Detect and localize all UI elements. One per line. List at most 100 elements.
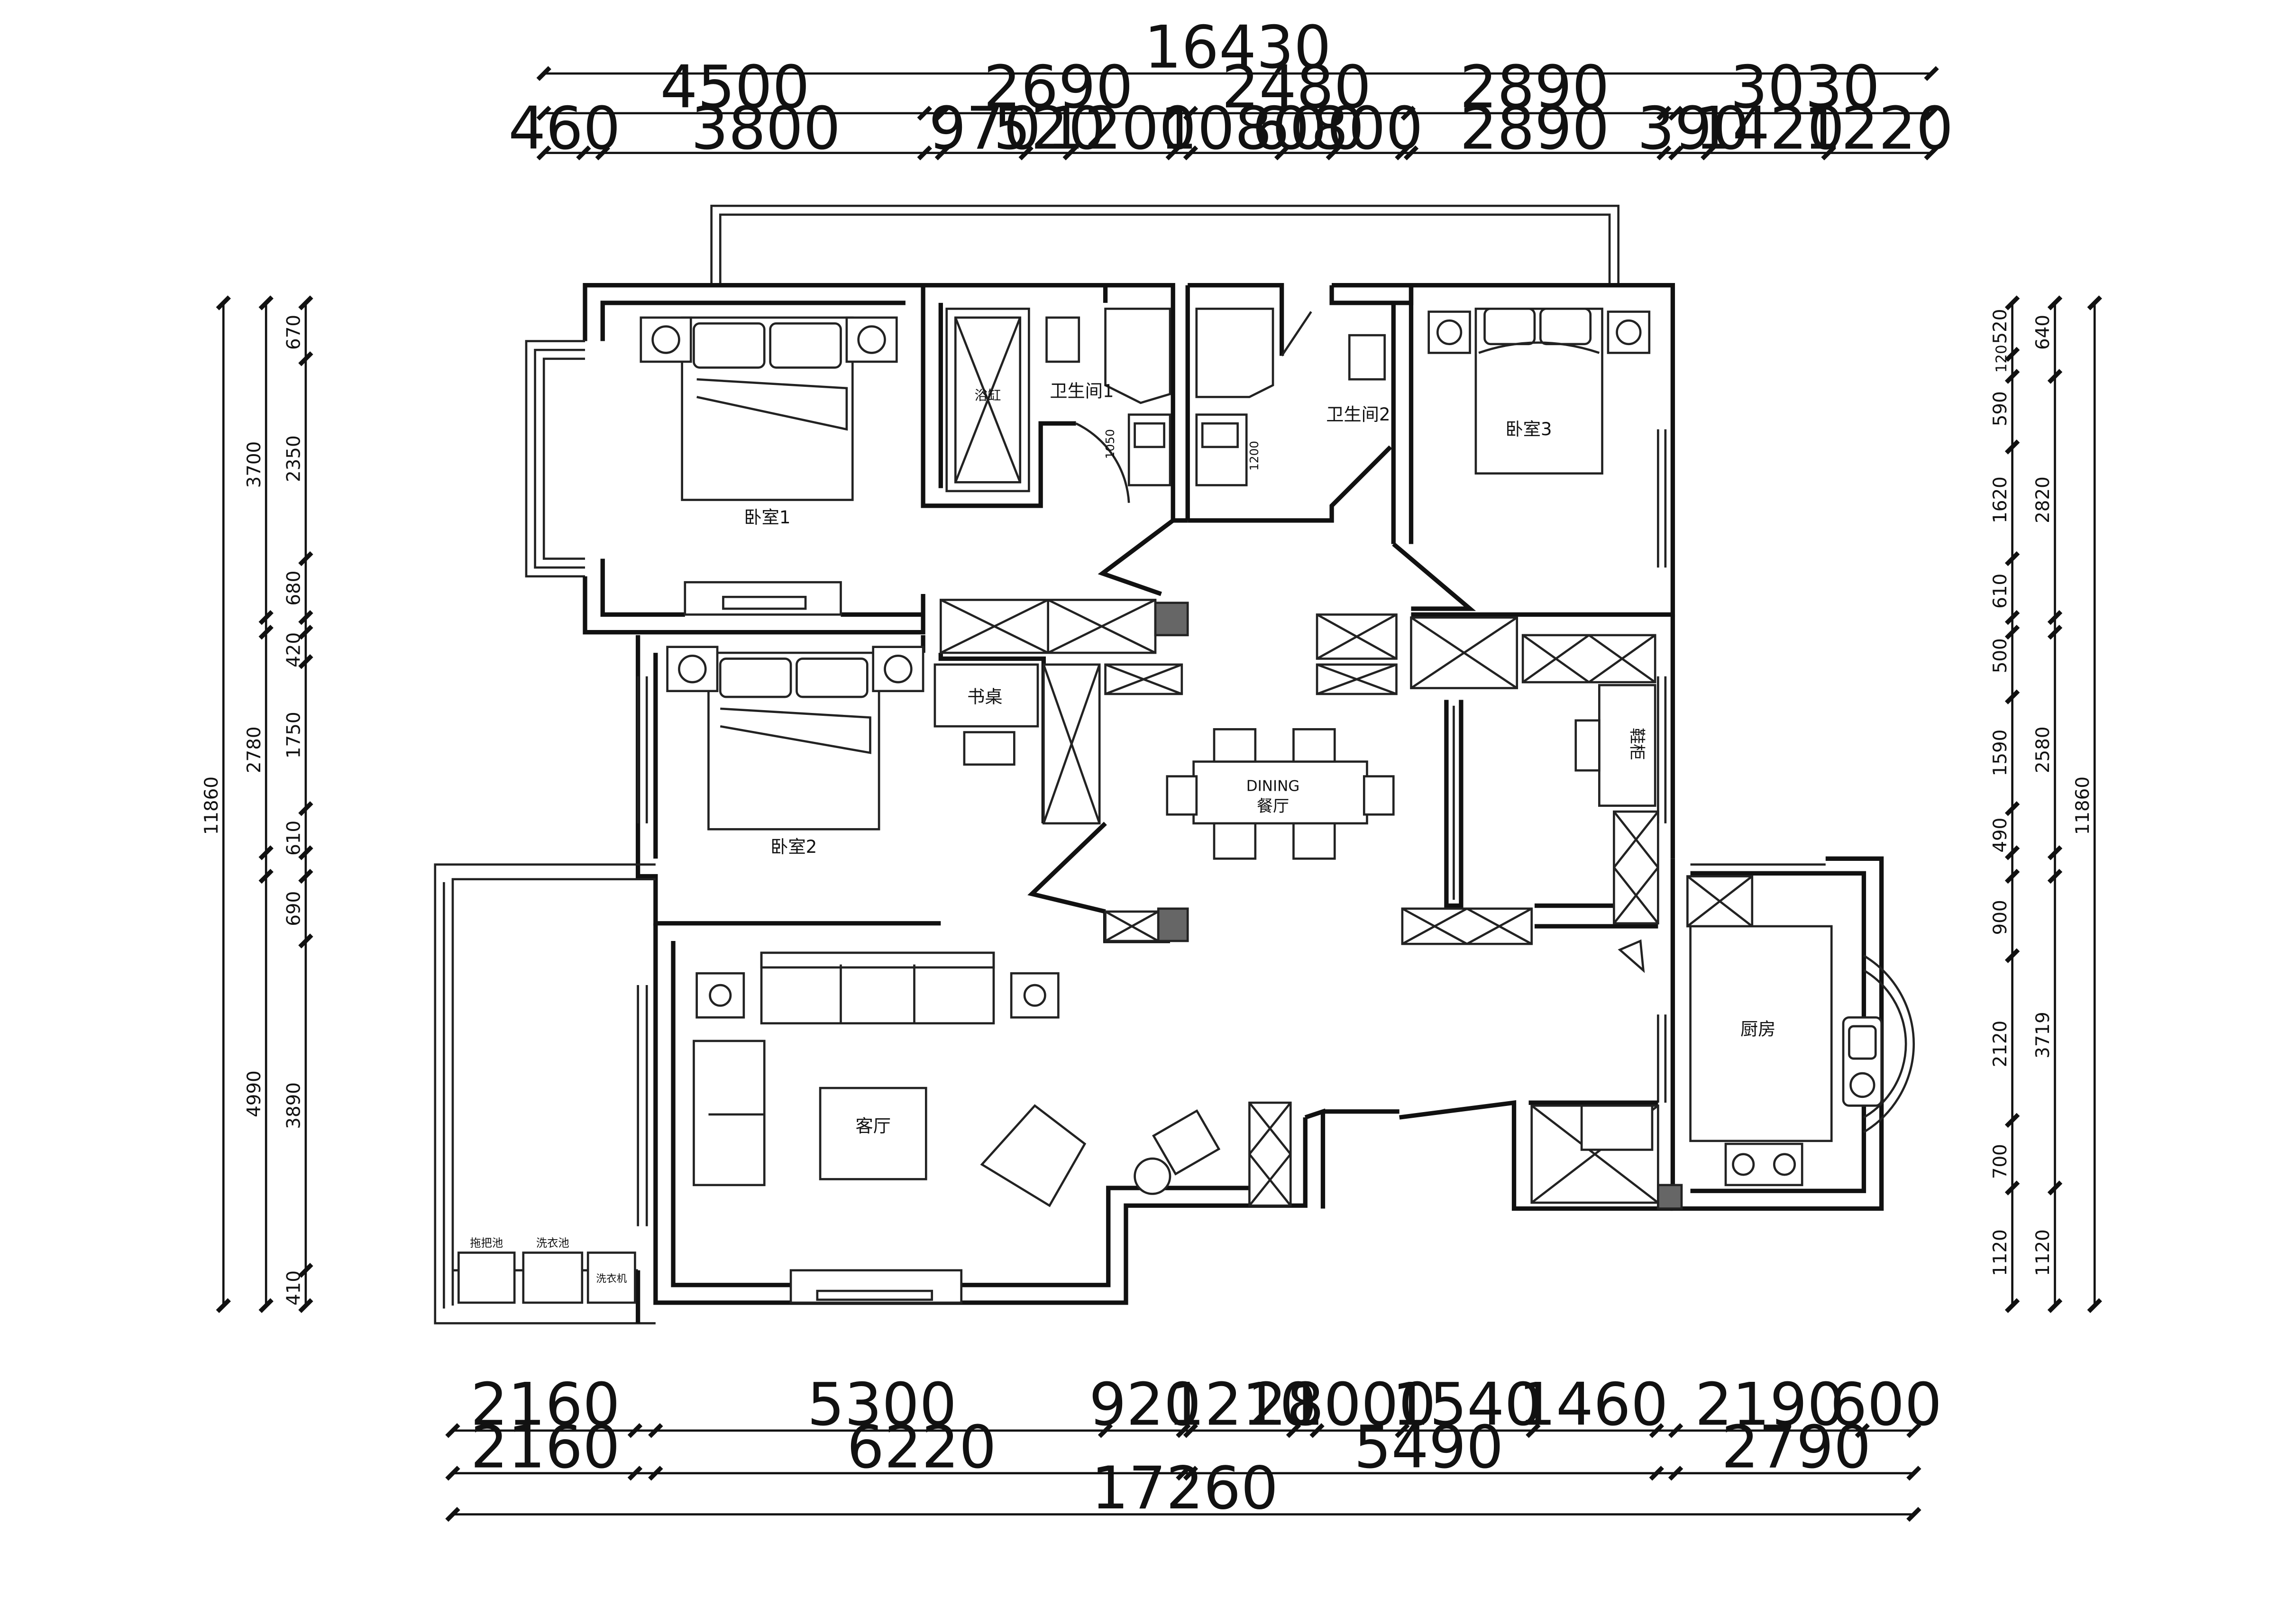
chair [963,731,1015,766]
bathtub [945,308,1030,493]
mop-sink [457,1251,516,1304]
door-swing [1618,939,1645,973]
dim-label: 2690 [984,53,1134,121]
room-label-living: 客厅 [856,1115,891,1136]
chair [1152,1109,1221,1176]
dim-label: 800 [1311,94,1423,163]
dim-label: 590 [1990,391,2011,426]
dimension-labels-right: 520 120 590 1620 610 500 1590 490 900 21… [1990,309,2094,1276]
side-table [1134,1157,1171,1195]
dim-label: 280 [1249,1370,1362,1439]
toilet [1045,316,1080,363]
dim-label: 2190 [1695,1370,1845,1439]
door-swing [1075,422,1130,503]
dim-label: 610 [284,821,305,856]
room-label-washer: 洗衣机 [596,1273,627,1285]
dim-label: 1000 [1286,1370,1436,1439]
dim-label: 2890 [1460,94,1610,163]
dim-label: 460 [508,94,621,163]
room-label-bathroom2: 卫生间2 [1326,404,1390,425]
room-label-bathroom1: 卫生间1 [1050,380,1114,401]
dim-label: 690 [284,891,305,926]
room-label-bedroom2: 卧室2 [770,836,817,857]
dimension-labels-bottom: 2160 5300 920 1210 280 1000 1540 1460 21… [470,1370,1942,1523]
shower [1195,308,1274,398]
room-label-wash-basin: 洗衣池 [536,1237,569,1250]
dim-label: 3030 [1730,53,1880,121]
room-label-dining-en: DINING [1246,778,1300,795]
dim-label: 1120 [1990,1229,2011,1276]
dimension-labels-left: 11860 3700 2780 4990 670 2350 680 420 17… [201,315,305,1306]
dim-label: 2160 [470,1370,620,1439]
dim-label: 1540 [1392,1370,1542,1439]
dim-label: 970 [929,94,1041,163]
furniture [457,308,1883,1304]
sink [1195,413,1248,486]
dim-label: 1420 [1695,94,1845,163]
dining-table [1166,728,1395,860]
dim-label: 11860 [2072,776,2094,835]
dim-label: 600 [1252,94,1364,163]
side-table [695,972,745,1019]
dim-label: 1460 [1518,1370,1668,1439]
dim-label: 5490 [1354,1413,1504,1481]
dim-label: 900 [1990,900,2011,935]
sink [1842,1016,1883,1107]
dim-label: 680 [284,571,305,606]
dim-label: 1080 [1160,94,1310,163]
dim-label: 2480 [1222,53,1372,121]
sofa [760,951,995,1025]
dim-label: 2120 [1990,1021,2011,1068]
dim-label: 610 [1990,574,2011,609]
room-label-desk: 书桌 [967,686,1002,707]
desk [933,663,1039,728]
dim-label: 3890 [284,1082,305,1129]
room-label-cabinet: 鞋柜 [1628,728,1647,760]
dim-label: 3719 [2032,1012,2054,1059]
walls [434,204,1915,1324]
room-label-bedroom3: 卧室3 [1506,419,1552,439]
washer [586,1251,636,1304]
dim-label: 2890 [1460,53,1610,121]
dim-label: 2780 [244,726,265,773]
room-label-bathtub: 浴缸 [975,388,1001,403]
stove [1724,1142,1803,1187]
shower [1104,308,1171,404]
dim-label: 500 [1990,638,2011,673]
dim-label: 2350 [284,435,305,482]
side-table [1010,972,1060,1019]
dim-label: 1220 [1804,94,1954,163]
dim-label: 1210 [1167,1370,1317,1439]
sofa [693,1040,766,1187]
dim-label: 390 [1637,94,1749,163]
dim-label: 2580 [2032,726,2054,773]
dim-label: 640 [2032,315,2054,350]
dim-label: 520 [993,94,1106,163]
room-label-dining-cn: 餐厅 [1257,797,1289,816]
bed [666,646,924,831]
room-label-bedroom1: 卧室1 [744,507,790,528]
dim-label: 11860 [201,776,222,835]
dimension-ticks [216,66,2102,1522]
dim-label: 3700 [244,441,265,488]
dim-label: 670 [284,315,305,350]
room-label-kitchen: 厨房 [1740,1018,1775,1039]
bed [1427,308,1651,475]
dim-label: 920 [1089,1370,1201,1439]
dim-label: 1590 [1990,730,2011,776]
room-labels: 卧室1 卫生间1 浴缸 卫生间2 卧室3 书桌 卧室2 DINING 餐厅 鞋柜… [470,380,1775,1285]
dim-label: 1750 [284,712,305,758]
bath1-dim-tag: 1050 [1103,429,1117,459]
storage-cabinets [940,599,1754,1210]
dim-label: 2790 [1721,1413,1871,1481]
dim-label: 17260 [1091,1454,1278,1523]
dim-label: 120 [1993,345,2010,373]
room-label-mop-sink: 拖把池 [470,1237,503,1250]
dim-label: 520 [1990,309,2011,344]
dim-label: 700 [1990,1144,2011,1179]
dim-label: 2820 [2032,476,2054,523]
bed [640,316,898,501]
dim-label: 4990 [244,1070,265,1117]
bath2-dim-tag: 1200 [1247,441,1261,471]
